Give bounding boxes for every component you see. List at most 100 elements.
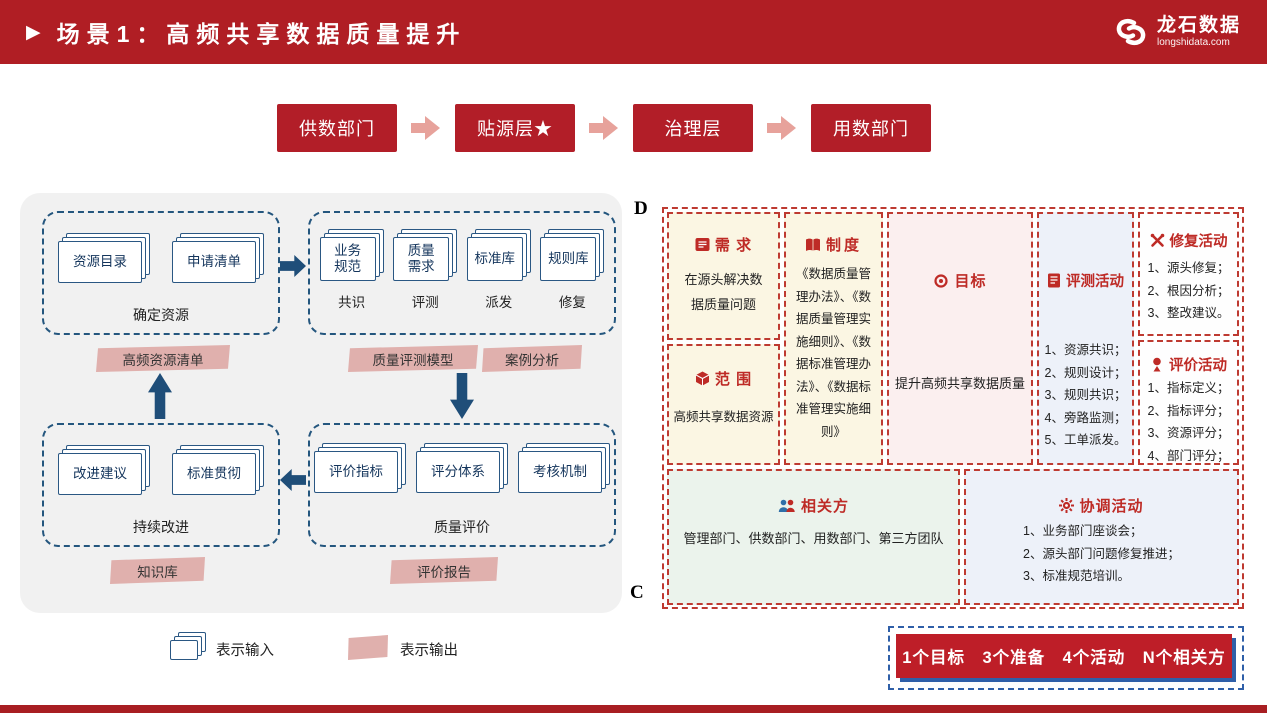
- group-continuous-improvement: 改进建议 标准贯彻 持续改进: [42, 423, 280, 547]
- doc-stack-scoring-system: 评分体系: [416, 443, 508, 493]
- flow-row: 供数部门 贴源层★ 治理层 用数部门: [277, 104, 931, 152]
- cell-body: 在源头解决数据质量问题: [684, 272, 763, 313]
- coordination-list: 1、业务部门座谈会； 2、源头部门问题修复推进； 3、标准规范培训。: [1023, 520, 1180, 588]
- cell-coordination: 协调活动 1、业务部门座谈会； 2、源头部门问题修复推进； 3、标准规范培训。: [964, 469, 1239, 605]
- corner-letter-c: C: [630, 582, 644, 603]
- list-item: 3、整改建议。: [1147, 306, 1230, 320]
- list-item: 3、规则共识；: [1044, 388, 1127, 402]
- page-title: 场景1：高频共享数据质量提升: [56, 21, 467, 47]
- cell-title: 需 求: [669, 234, 778, 255]
- doc-row: 业务 规范 共识 质量 需求 评测 标准库 派发: [310, 213, 614, 311]
- cell-assess-activity: 评价活动 1、指标定义； 2、指标评分； 3、资源评分； 4、部门评分； 5、考…: [1138, 340, 1239, 465]
- doc-label: 规则库: [540, 237, 597, 281]
- doc-sub-label: 共识: [338, 295, 366, 310]
- flow-step-supply-dept: 供数部门: [277, 104, 397, 152]
- cell-requirement: 需 求 在源头解决数据质量问题: [667, 212, 780, 340]
- cell-title-text: 范 围: [714, 371, 753, 388]
- list-item: 1、资源共识；: [1044, 343, 1127, 357]
- doc-label: 业务 规范: [319, 237, 376, 281]
- doc-column: 业务 规范 共识: [319, 229, 384, 311]
- doc-row: 资源目录 申请清单: [44, 213, 278, 283]
- cell-scope: 范 围 高频共享数据资源: [667, 344, 780, 465]
- cell-title-text: 修复活动: [1169, 234, 1228, 250]
- doc-stack-evaluation-indicators: 评价指标: [314, 443, 406, 493]
- stakeholders-people-icon: [778, 499, 795, 512]
- summary-text: 1个目标 3个准备 4个活动 N个相关方: [896, 634, 1232, 678]
- doc-label: 标准库: [466, 237, 523, 281]
- list-item: 1、业务部门座谈会；: [1023, 524, 1143, 538]
- goal-target-icon: [934, 273, 949, 288]
- repair-tools-icon: [1150, 233, 1164, 247]
- doc-column: 规则库 修复: [540, 229, 605, 311]
- legend-output-label: 表示输出: [400, 643, 458, 659]
- policy-book-icon: [805, 238, 820, 251]
- cell-title: 相关方: [669, 495, 958, 516]
- list-item: 4、旁路监测；: [1044, 410, 1127, 425]
- doc-label: 考核机制: [518, 451, 602, 493]
- doc-sub-label: 修复: [558, 295, 586, 310]
- cell-goal: 目标 提升高频共享数据质量: [887, 212, 1033, 465]
- cell-title: 协调活动: [966, 495, 1237, 516]
- group-determine-resources: 资源目录 申请清单 确定资源: [42, 211, 280, 335]
- flow-arrow-icon: [767, 115, 797, 141]
- doc-label: 申请清单: [172, 241, 256, 283]
- cell-body: 管理部门、供数部门、用数部门、第三方团队: [683, 531, 944, 546]
- group-title: 确定资源: [133, 307, 189, 323]
- test-activity-clipboard-icon: [1048, 273, 1060, 288]
- doc-stack-standard-library: 标准库: [466, 229, 531, 281]
- flow-step-consumer-dept: 用数部门: [811, 104, 931, 152]
- logo: 龙石数据 longshidata.com: [1112, 15, 1241, 48]
- cell-policy: 制度 《数据质量管理办法》、《数据质量管理实施细则》、《数据标准管理办法》、《数…: [784, 212, 883, 465]
- cell-body: 高频共享数据资源: [673, 410, 774, 424]
- cell-stakeholders: 相关方 管理部门、供数部门、用数部门、第三方团队: [667, 469, 960, 605]
- cell-repair-activity: 修复活动 1、源头修复； 2、根因分析； 3、整改建议。: [1138, 212, 1239, 336]
- corner-letter-d: D: [634, 198, 648, 219]
- flow-step-governance-layer: 治理层: [633, 104, 753, 152]
- cell-title-text: 制度: [825, 237, 862, 254]
- output-flag-hf-resource-list: 高频资源清单: [96, 345, 230, 372]
- output-flag-case-analysis: 案例分析: [482, 345, 582, 372]
- play-triangle-icon: ▶: [26, 21, 41, 43]
- list-item: 3、标准规范培训。: [1023, 569, 1130, 583]
- cell-title: 评测活动: [1039, 270, 1132, 291]
- arrow-down-icon: [450, 373, 474, 419]
- output-flag-quality-model: 质量评测模型: [348, 345, 478, 372]
- list-item: 5、工单派发。: [1044, 433, 1127, 447]
- group-quality-model: 业务 规范 共识 质量 需求 评测 标准库 派发: [308, 211, 616, 335]
- doc-column: 标准库 派发: [466, 229, 531, 311]
- legend-output-icon: [348, 635, 388, 660]
- doc-row: 改进建议 标准贯彻: [44, 425, 278, 495]
- list-item: 1、源头修复；: [1147, 261, 1230, 275]
- logo-domain: longshidata.com: [1156, 36, 1230, 48]
- doc-label: 资源目录: [58, 241, 142, 283]
- flow-arrow-icon: [589, 115, 619, 141]
- doc-stack-standard-implementation: 标准贯彻: [172, 445, 264, 495]
- doc-label: 标准贯彻: [172, 453, 256, 495]
- list-item: 4、部门评分；: [1147, 448, 1230, 463]
- assess-activity-list: 1、指标定义； 2、指标评分； 3、资源评分； 4、部门评分； 5、考核评价。: [1147, 377, 1230, 463]
- canvas-grid: 需 求 在源头解决数据质量问题 范 围 高频共享数据资源 制度 《数据质量管理办…: [662, 207, 1244, 609]
- list-item: 1、指标定义；: [1147, 381, 1230, 395]
- flow-step-source-layer: 贴源层★: [455, 104, 575, 152]
- doc-stack-rule-library: 规则库: [540, 229, 605, 281]
- cell-title-text: 协调活动: [1079, 498, 1144, 515]
- doc-sub-label: 评测: [411, 295, 439, 310]
- arrow-right-icon: [280, 255, 306, 277]
- doc-label: 改进建议: [58, 453, 142, 495]
- cell-title-text: 评价活动: [1169, 358, 1227, 374]
- doc-page-layer: [170, 640, 198, 660]
- group-quality-evaluation: 评价指标 评分体系 考核机制 质量评价: [308, 423, 616, 547]
- arrow-left-icon: [280, 469, 306, 491]
- coordination-gear-icon: [1059, 498, 1075, 513]
- doc-stack-business-spec: 业务 规范: [319, 229, 384, 281]
- requirement-icon: [695, 238, 710, 251]
- legend-input-icon: [170, 632, 206, 660]
- process-panel: 资源目录 申请清单 确定资源 业务 规范 共识: [20, 193, 622, 613]
- doc-stack-resource-catalog: 资源目录: [58, 233, 150, 283]
- flow-arrow-icon: [411, 115, 441, 141]
- doc-stack-application-list: 申请清单: [172, 233, 264, 283]
- group-title: 质量评价: [434, 519, 490, 535]
- cell-body: 提升高频共享数据质量: [895, 376, 1026, 391]
- cell-title-text: 相关方: [800, 498, 849, 515]
